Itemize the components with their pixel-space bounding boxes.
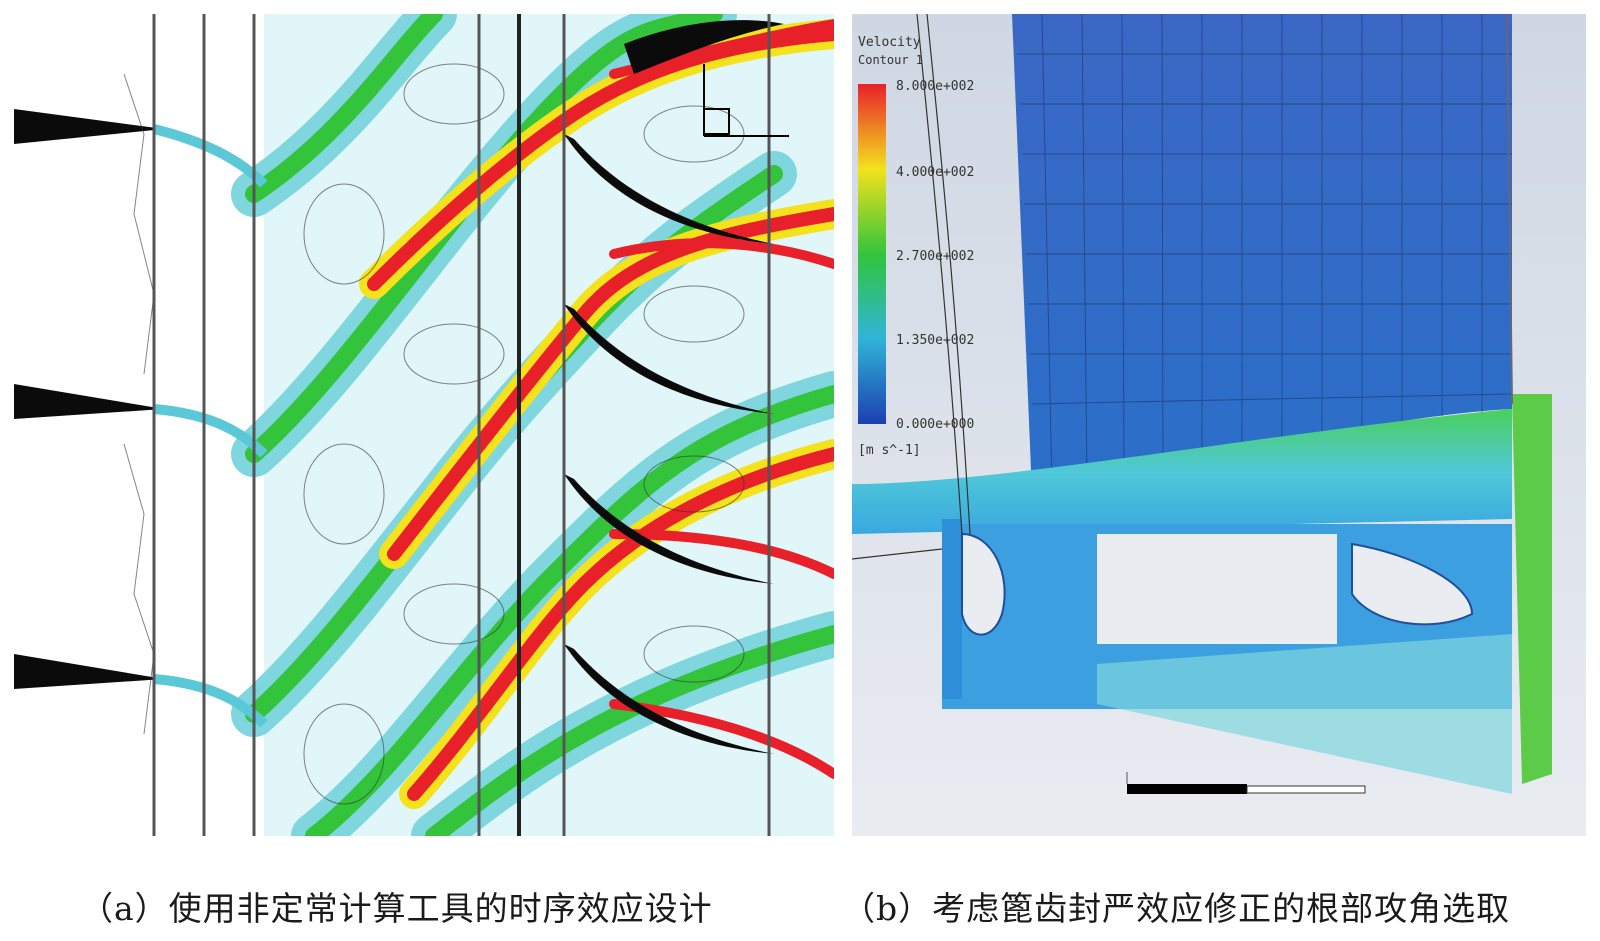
unsteady-flow-image — [14, 14, 834, 836]
legend-tick: 8.000e+002 — [896, 79, 974, 94]
legend-tick: 0.000e+000 — [896, 417, 974, 432]
legend-subtitle: Contour 1 — [858, 53, 923, 67]
legend-color-bar — [858, 84, 886, 424]
vertical-guide-lines — [152, 14, 771, 836]
scale-bar — [1126, 772, 1366, 794]
rotor-blades — [564, 20, 784, 754]
velocity-legend: Velocity Contour 1 8.000e+002 4.000e+002… — [858, 35, 974, 458]
blade-surface-mesh — [1012, 14, 1513, 494]
caption-b: （b）考虑篦齿封严效应修正的根部攻角选取 — [842, 889, 1511, 928]
hub-flow-band — [852, 409, 1512, 534]
legend-tick: 2.700e+002 — [896, 249, 974, 264]
casing-lines — [852, 14, 971, 560]
streamlines — [123, 63, 745, 805]
seal-effect-contour-image: Velocity Contour 1 8.000e+002 4.000e+002… — [852, 14, 1586, 836]
legend-tick: 4.000e+002 — [896, 165, 974, 180]
outlet-strip — [1512, 394, 1552, 784]
seal-cavity — [942, 519, 1512, 794]
upstream-blades — [14, 109, 268, 728]
legend-tick: 1.350e+002 — [896, 333, 974, 348]
legend-title: Velocity — [858, 35, 921, 50]
probe-marker — [703, 64, 789, 137]
legend-unit: [m s^-1] — [858, 443, 921, 458]
caption-a: （a）使用非定常计算工具的时序效应设计 — [80, 889, 713, 928]
